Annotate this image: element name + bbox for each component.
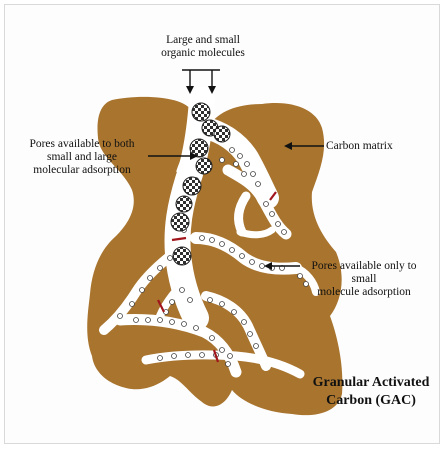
title-line2: Carbon (GAC)	[312, 392, 430, 410]
label-mid-line2: molecule adsorption	[302, 286, 426, 299]
label-right: Carbon matrix	[326, 140, 416, 153]
label-left-line3: molecular adsorption	[18, 164, 146, 177]
label-top-line1: Large and small	[150, 34, 256, 47]
diagram-title: Granular Activated Carbon (GAC)	[312, 374, 430, 410]
label-top-line2: organic molecules	[150, 47, 256, 60]
label-left: Pores available to both small and large …	[18, 138, 146, 177]
label-mid: Pores available only to small molecule a…	[302, 260, 426, 299]
label-left-line2: small and large	[18, 151, 146, 164]
label-mid-line1: Pores available only to small	[302, 260, 426, 286]
label-top: Large and small organic molecules	[150, 34, 256, 60]
label-left-line1: Pores available to both	[18, 138, 146, 151]
title-line1: Granular Activated	[312, 374, 430, 392]
